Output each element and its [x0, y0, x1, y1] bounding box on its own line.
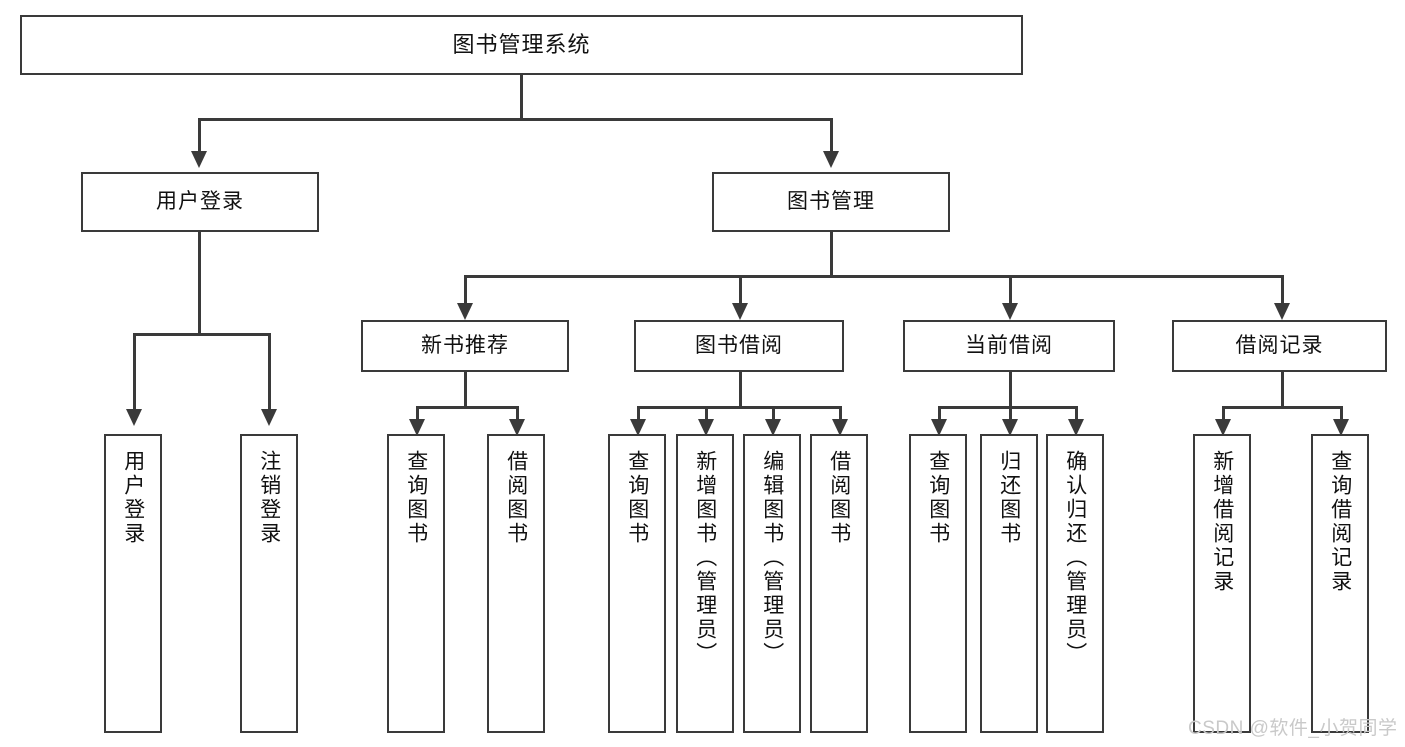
watermark-text: CSDN @软件_小贺同学: [1188, 718, 1398, 739]
connector-userlogin-to-login: [133, 333, 136, 411]
node-label: 归还图书: [997, 450, 1021, 546]
leaf-user-logout[interactable]: 注销登录: [240, 434, 298, 733]
arrow-current-to-confirm: [1068, 419, 1084, 436]
node-label: 图书管理系统: [452, 31, 591, 57]
node-label: 编辑图书（管理员）: [760, 450, 784, 666]
connector-newbook-to-borrowbook: [516, 406, 519, 426]
leaf-current-confirm-return[interactable]: 确认归还（管理员）: [1046, 434, 1104, 733]
connector-current-to-query: [938, 406, 941, 426]
leaf-user-login[interactable]: 用户登录: [104, 434, 162, 733]
arrow-userlogin-to-login: [126, 409, 142, 426]
node-label: 用户登录: [121, 450, 145, 546]
node-user-login[interactable]: 用户登录: [81, 172, 319, 232]
leaf-borrow-add-book[interactable]: 新增图书（管理员）: [676, 434, 734, 733]
arrow-bookborrow-to-borrow: [832, 419, 848, 436]
node-borrow-record[interactable]: 借阅记录: [1172, 320, 1387, 372]
arrow-record-to-add: [1215, 419, 1231, 436]
connector-userlogin-stem: [198, 232, 201, 335]
leaf-newbook-query-book[interactable]: 查询图书: [387, 434, 445, 733]
connector-bookborrow-to-edit: [772, 406, 775, 426]
arrow-current-to-query: [931, 419, 947, 436]
connector-bookborrow-to-query: [637, 406, 640, 426]
arrow-bookborrow-to-query: [630, 419, 646, 436]
node-label: 用户登录: [156, 190, 244, 214]
arrow-newbook-to-borrowbook: [509, 419, 525, 436]
arrow-record-to-query: [1333, 419, 1349, 436]
arrow-current-to-return: [1002, 419, 1018, 436]
leaf-current-return-book[interactable]: 归还图书: [980, 434, 1038, 733]
leaf-current-query-book[interactable]: 查询图书: [909, 434, 967, 733]
node-label: 借阅图书: [827, 450, 851, 546]
node-root-system[interactable]: 图书管理系统: [20, 15, 1023, 75]
leaf-borrow-borrow-book[interactable]: 借阅图书: [810, 434, 868, 733]
node-label: 新增图书（管理员）: [693, 450, 717, 666]
connector-bookborrow-stem: [739, 372, 742, 408]
connector-bookborrow-to-borrow: [839, 406, 842, 426]
arrow-root-to-book-mgmt: [823, 151, 839, 168]
node-label: 查询借阅记录: [1328, 450, 1352, 594]
connector-bookborrow-to-add: [705, 406, 708, 426]
node-label: 新书推荐: [421, 334, 509, 358]
node-book-borrow[interactable]: 图书借阅: [634, 320, 844, 372]
node-current-borrow[interactable]: 当前借阅: [903, 320, 1115, 372]
connector-current-to-return: [1009, 406, 1012, 426]
node-label: 注销登录: [257, 450, 281, 546]
arrow-bookborrow-to-edit: [765, 419, 781, 436]
arrow-newbook-to-query: [409, 419, 425, 436]
arrow-userlogin-to-logout: [261, 409, 277, 426]
connector-root-bus: [198, 118, 832, 121]
node-label: 当前借阅: [965, 334, 1053, 358]
node-label: 图书借阅: [695, 334, 783, 358]
node-label: 查询图书: [926, 450, 950, 546]
node-label: 借阅图书: [504, 450, 528, 546]
arrow-bookmgmt-to-borrow: [732, 303, 748, 320]
connector-newbook-to-query: [416, 406, 419, 426]
arrow-bookmgmt-to-newbook: [457, 303, 473, 320]
connector-current-to-confirm: [1075, 406, 1078, 426]
connector-root-to-book-mgmt: [830, 118, 833, 153]
connector-userlogin-to-logout: [268, 333, 271, 411]
connector-root-stem: [520, 75, 523, 120]
leaf-newbook-borrow-book[interactable]: 借阅图书: [487, 434, 545, 733]
connector-record-stem: [1281, 372, 1284, 408]
leaf-record-add-record[interactable]: 新增借阅记录: [1193, 434, 1251, 733]
arrow-bookmgmt-to-current: [1002, 303, 1018, 320]
connector-userlogin-bus: [133, 333, 270, 336]
leaf-borrow-query-book[interactable]: 查询图书: [608, 434, 666, 733]
connector-newbook-bus: [416, 406, 519, 409]
arrow-bookmgmt-to-record: [1274, 303, 1290, 320]
connector-current-stem: [1009, 372, 1012, 408]
connector-record-to-query: [1340, 406, 1343, 426]
node-label: 确认归还（管理员）: [1063, 450, 1087, 666]
connector-bookmgmt-to-newbook: [464, 275, 467, 305]
node-label: 查询图书: [625, 450, 649, 546]
connector-current-bus: [938, 406, 1078, 409]
connector-bookmgmt-bus: [464, 275, 1281, 278]
connector-bookmgmt-to-record: [1281, 275, 1284, 305]
connector-newbook-stem: [464, 372, 467, 408]
node-label: 借阅记录: [1235, 334, 1324, 358]
connector-bookmgmt-stem: [830, 232, 833, 277]
connector-bookmgmt-to-current: [1009, 275, 1012, 305]
connector-record-bus: [1222, 406, 1342, 409]
leaf-borrow-edit-book[interactable]: 编辑图书（管理员）: [743, 434, 801, 733]
connector-bookborrow-bus: [637, 406, 841, 409]
leaf-record-query-record[interactable]: 查询借阅记录: [1311, 434, 1369, 733]
node-new-book-recommend[interactable]: 新书推荐: [361, 320, 569, 372]
connector-bookmgmt-to-borrow: [739, 275, 742, 305]
arrow-bookborrow-to-add: [698, 419, 714, 436]
node-label: 查询图书: [404, 450, 428, 546]
arrow-root-to-user-login: [191, 151, 207, 168]
node-book-management[interactable]: 图书管理: [712, 172, 950, 232]
node-label: 图书管理: [787, 190, 875, 214]
connector-record-to-add: [1222, 406, 1225, 426]
connector-root-to-user-login: [198, 118, 201, 153]
node-label: 新增借阅记录: [1210, 450, 1234, 594]
